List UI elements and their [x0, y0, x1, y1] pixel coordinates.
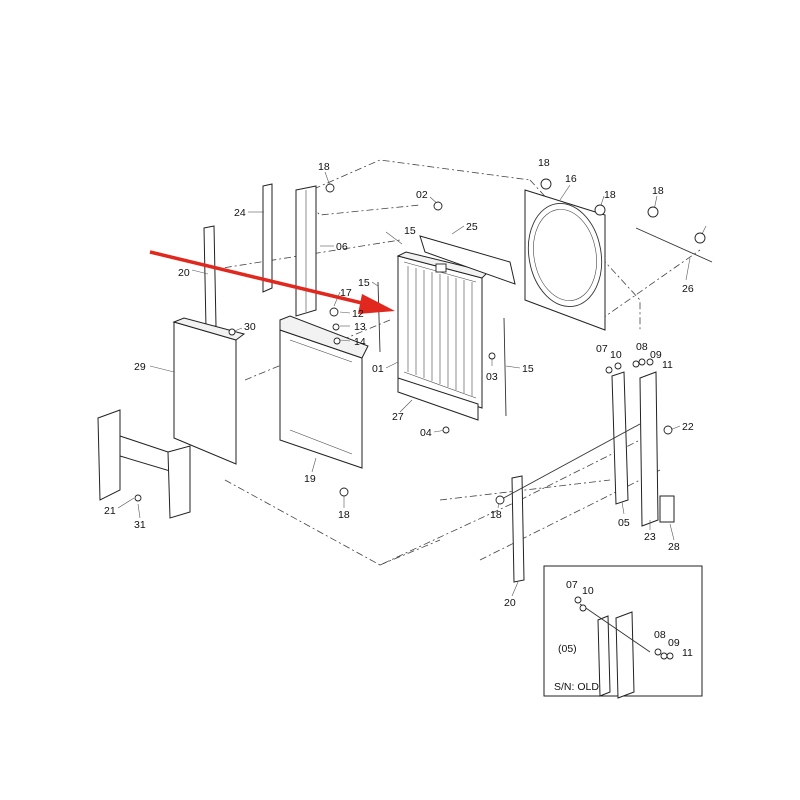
- callout-labels: 18 16 02 25 24 06 18 18 18 26 15 20 15 1…: [104, 157, 694, 609]
- callout-15-left: 15: [358, 277, 370, 289]
- pointer-arrow: [149, 250, 395, 314]
- callout-08: 08: [636, 341, 648, 353]
- inset-member: [597, 615, 611, 697]
- side-cover: [173, 321, 237, 465]
- inset-callout-11: 11: [682, 647, 693, 659]
- callout-27: 27: [392, 411, 404, 423]
- callout-12: 12: [352, 308, 364, 320]
- charge-air-cooler: [279, 315, 369, 469]
- callout-26: 26: [682, 283, 694, 295]
- callout-22: 22: [682, 421, 694, 433]
- inset-callout-09: 09: [668, 637, 680, 649]
- callout-06: 06: [336, 241, 348, 253]
- block: [659, 495, 675, 523]
- callout-01: 01: [372, 363, 384, 375]
- cover-lower: [397, 377, 479, 421]
- inset-callout-05: (05): [558, 643, 577, 655]
- callout-30: 30: [244, 321, 256, 333]
- callout-19: 19: [304, 473, 316, 485]
- callout-31: 31: [134, 519, 146, 531]
- callout-18-cooler: 18: [338, 509, 350, 521]
- cover-upper: [419, 235, 516, 285]
- callout-10: 10: [610, 349, 622, 361]
- callout-05: 05: [618, 517, 630, 529]
- callout-28: 28: [668, 541, 680, 553]
- callout-04: 04: [420, 427, 432, 439]
- connecting-rod: [499, 423, 641, 501]
- stay-bar-left: [203, 225, 217, 329]
- inset-callout-10: 10: [582, 585, 594, 597]
- callout-03: 03: [486, 371, 498, 383]
- pointer-arrow-shaft: [149, 250, 367, 306]
- callout-18-shroud-a: 18: [538, 157, 550, 169]
- stay-rod: [635, 227, 713, 263]
- callout-15-right: 15: [522, 363, 534, 375]
- inset-callout-08: 08: [654, 629, 666, 641]
- callout-23: 23: [644, 531, 656, 543]
- callout-21: 21: [104, 505, 116, 517]
- callout-25: 25: [466, 221, 478, 233]
- callout-07: 07: [596, 343, 608, 355]
- bracket-lower: [97, 409, 191, 519]
- callout-16: 16: [565, 173, 577, 185]
- fan-shroud: [524, 189, 606, 331]
- radiator-fins: [407, 266, 473, 396]
- callout-20-right: 20: [504, 597, 516, 609]
- bolts: [134, 178, 706, 505]
- callout-18-shroud-b: 18: [604, 189, 616, 201]
- side-cover-top: [172, 317, 246, 341]
- inset-callout-07: 07: [566, 579, 578, 591]
- callout-13: 13: [354, 321, 366, 333]
- callout-15-top: 15: [404, 225, 416, 237]
- support-member: [611, 371, 629, 505]
- inset-plate: [615, 611, 635, 699]
- callout-20-left: 20: [178, 267, 190, 279]
- callout-18-top-left: 18: [318, 161, 330, 173]
- inset-title: S/N: OLD: [554, 681, 599, 693]
- callout-09: 09: [650, 349, 662, 361]
- support-plate: [639, 371, 659, 527]
- callout-18-stay-a: 18: [652, 185, 664, 197]
- callout-14: 14: [354, 336, 366, 348]
- rod-left: [377, 281, 381, 353]
- callout-24: 24: [234, 207, 246, 219]
- stay-bar-right: [511, 475, 525, 583]
- inset-rod: [579, 603, 651, 653]
- inset-detail: 07 10 (05) 08 09 11 S/N: OLD: [543, 565, 703, 699]
- callout-17: 17: [340, 287, 352, 299]
- callout-29: 29: [134, 361, 146, 373]
- callout-11: 11: [662, 359, 673, 371]
- pointer-arrow-head: [358, 294, 395, 314]
- callout-02: 02: [416, 189, 428, 201]
- brackets-upper: [262, 183, 317, 317]
- callout-18-rod: 18: [490, 509, 502, 521]
- rod-right: [503, 317, 507, 417]
- radiator: [396, 251, 489, 409]
